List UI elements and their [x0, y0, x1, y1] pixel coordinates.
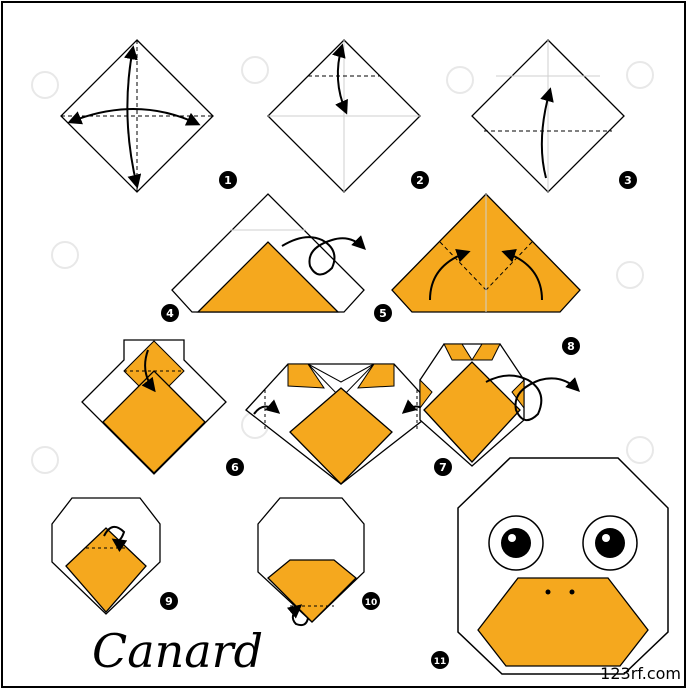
diagram-title: Canard	[92, 628, 263, 674]
step-11-duck-face	[458, 458, 668, 674]
step-number-7: 7	[439, 461, 447, 474]
step-number-5: 5	[379, 307, 387, 320]
step-number-11: 11	[434, 657, 447, 667]
step-number-4: 4	[166, 307, 174, 320]
step-number-9: 9	[165, 595, 173, 608]
step-number-1: 1	[224, 174, 232, 187]
step-number-2: 2	[416, 174, 424, 187]
source-credit: 123rf.com	[600, 664, 681, 683]
step-number-6: 6	[231, 461, 239, 474]
step-number-10: 10	[365, 598, 378, 608]
step-number-3: 3	[624, 174, 632, 187]
step-number-8: 8	[567, 340, 575, 353]
